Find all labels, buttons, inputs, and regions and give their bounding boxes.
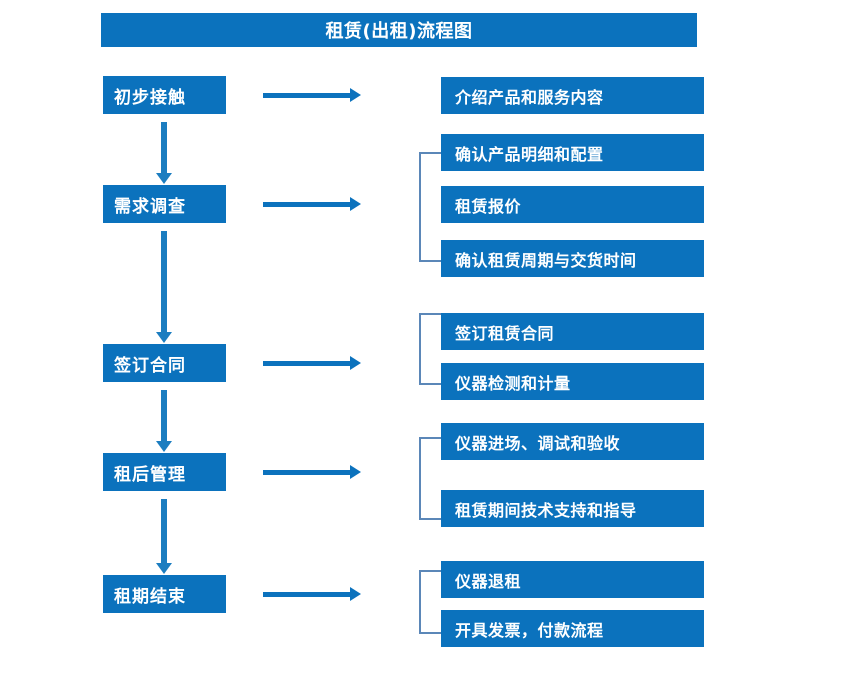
detail-box-确认租赁周期与交货时间[interactable]: 确认租赁周期与交货时间 [441, 240, 704, 277]
detail-label: 仪器检测和计量 [455, 373, 571, 393]
detail-box-仪器退租[interactable]: 仪器退租 [441, 561, 704, 598]
stage-box-租后管理[interactable]: 租后管理 [103, 453, 226, 491]
group-bracket-租期结束 [419, 570, 441, 634]
stage-box-初步接触[interactable]: 初步接触 [103, 76, 226, 114]
detail-label: 介绍产品和服务内容 [455, 87, 604, 107]
stage-box-需求调查[interactable]: 需求调查 [103, 185, 226, 223]
detail-box-仪器检测和计量[interactable]: 仪器检测和计量 [441, 363, 704, 400]
stage-label: 签订合同 [114, 355, 186, 376]
detail-label: 确认产品明细和配置 [455, 144, 604, 164]
detail-box-租赁期间技术支持和指导[interactable]: 租赁期间技术支持和指导 [441, 490, 704, 527]
detail-box-仪器进场调试和验收[interactable]: 仪器进场、调试和验收 [441, 423, 704, 460]
detail-box-介绍产品和服务内容[interactable]: 介绍产品和服务内容 [441, 77, 704, 114]
arrow-right-stage3 [263, 356, 361, 370]
detail-box-租赁报价[interactable]: 租赁报价 [441, 186, 704, 223]
group-bracket-租后管理 [419, 437, 441, 520]
stage-label: 需求调查 [114, 196, 186, 217]
detail-label: 租赁期间技术支持和指导 [455, 500, 637, 520]
arrow-down-stage2-stage3 [156, 231, 172, 343]
detail-box-开具发票付款流程[interactable]: 开具发票，付款流程 [441, 610, 704, 647]
detail-label: 仪器进场、调试和验收 [455, 433, 621, 453]
arrow-right-stage1 [263, 88, 361, 102]
stage-label: 租期结束 [114, 586, 186, 607]
group-bracket-签订合同 [419, 313, 441, 385]
arrow-down-stage4-stage5 [156, 499, 172, 574]
arrow-right-stage4 [263, 465, 361, 479]
detail-label: 租赁报价 [455, 196, 522, 216]
arrow-down-stage1-stage2 [156, 122, 172, 184]
arrow-right-stage5 [263, 587, 361, 601]
arrow-down-stage3-stage4 [156, 390, 172, 452]
group-bracket-需求调查 [419, 152, 441, 262]
stage-label: 初步接触 [114, 87, 186, 108]
stage-label: 租后管理 [114, 464, 186, 485]
detail-label: 签订租赁合同 [455, 323, 555, 343]
stage-box-租期结束[interactable]: 租期结束 [103, 575, 226, 613]
detail-box-签订租赁合同[interactable]: 签订租赁合同 [441, 313, 704, 350]
detail-label: 仪器退租 [455, 571, 522, 591]
arrow-right-stage2 [263, 197, 361, 211]
detail-label: 确认租赁周期与交货时间 [455, 250, 637, 270]
detail-box-确认产品明细和配置[interactable]: 确认产品明细和配置 [441, 134, 704, 171]
page-title: 租赁(出租)流程图 [101, 13, 697, 47]
stage-box-签订合同[interactable]: 签订合同 [103, 344, 226, 382]
detail-label: 开具发票，付款流程 [455, 620, 604, 640]
